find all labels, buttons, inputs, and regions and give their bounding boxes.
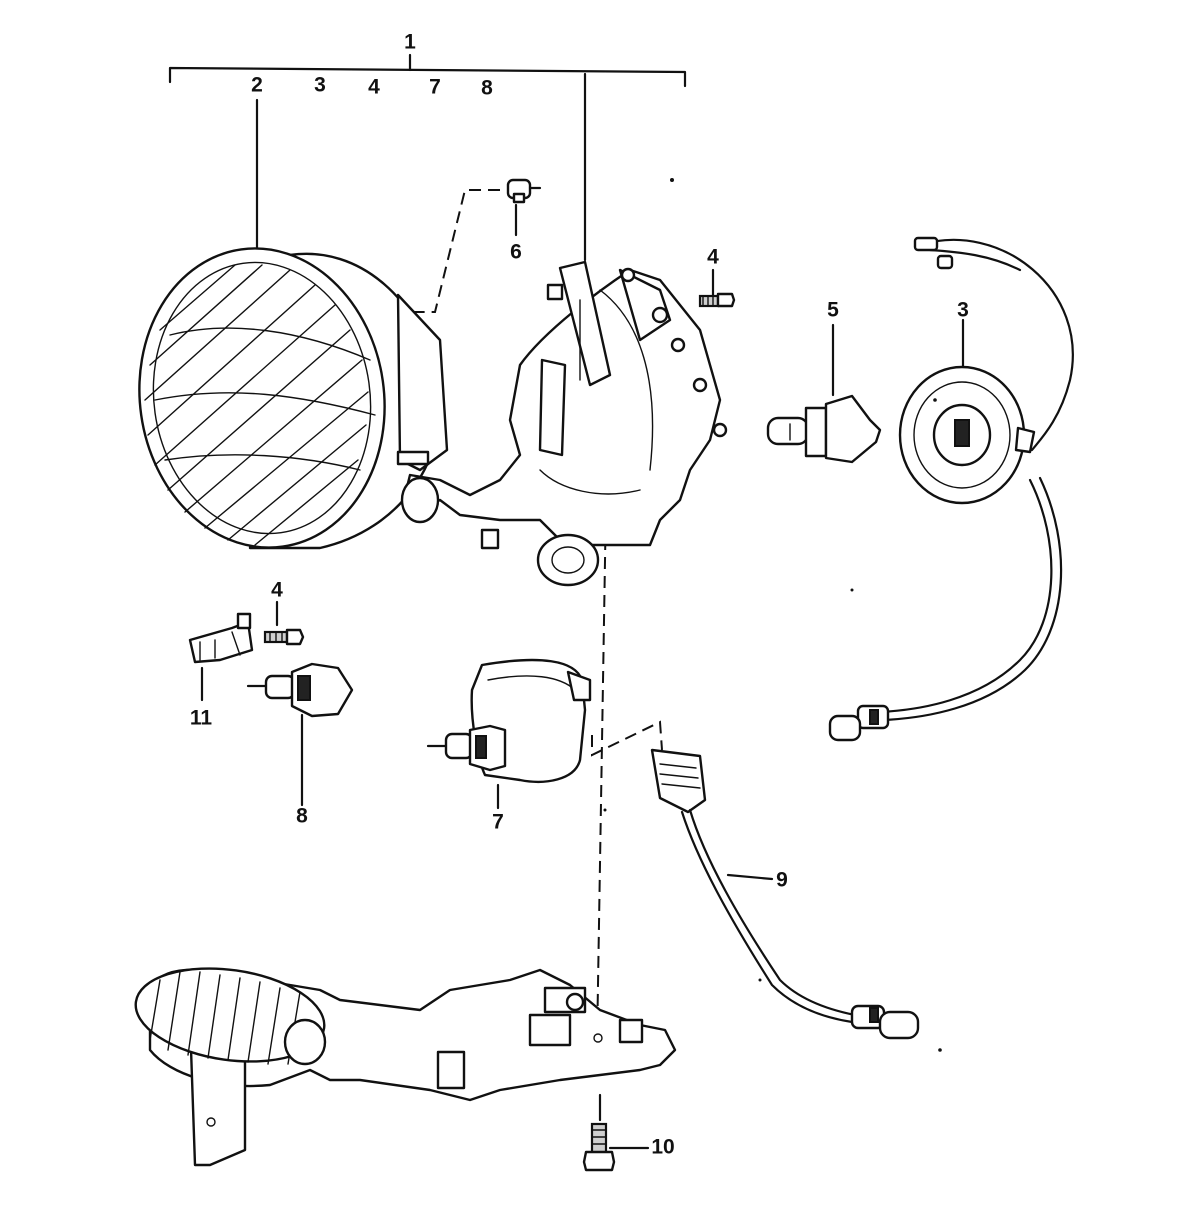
callout-10: 10 bbox=[651, 1135, 675, 1159]
callout-7-top: 7 bbox=[429, 75, 441, 99]
callout-1: 1 bbox=[404, 30, 416, 54]
callout-7-bulb: 7 bbox=[492, 810, 504, 834]
headlight-lens-icon bbox=[138, 247, 449, 550]
callout-4-screw-right: 4 bbox=[707, 245, 719, 269]
screw-icon bbox=[582, 1122, 616, 1172]
bulb-socket-with-cable-icon bbox=[828, 236, 1074, 742]
h4-bulb-icon bbox=[246, 662, 354, 718]
clip-icon bbox=[188, 612, 254, 664]
parking-bulb-icon bbox=[506, 178, 542, 204]
connector-cable-icon bbox=[650, 748, 920, 1040]
assembly-dash-lines bbox=[410, 189, 663, 1046]
assembly-bracket bbox=[168, 53, 687, 262]
callout-8-bulb: 8 bbox=[296, 804, 308, 828]
scan-specks bbox=[603, 178, 942, 1052]
fog-lamp-icon bbox=[426, 658, 592, 783]
callout-9: 9 bbox=[776, 868, 788, 892]
screw-icon bbox=[698, 292, 736, 308]
callout-11: 11 bbox=[189, 706, 213, 730]
callout-4-screw-left: 4 bbox=[271, 578, 283, 602]
callout-5: 5 bbox=[827, 298, 839, 322]
headlight-housing-icon bbox=[400, 260, 728, 587]
callout-3-socket: 3 bbox=[957, 298, 969, 322]
callout-2-top: 2 bbox=[251, 73, 263, 97]
h4-bulb-icon bbox=[766, 394, 882, 464]
callout-3-top: 3 bbox=[314, 73, 326, 97]
leader-lines bbox=[200, 98, 965, 1150]
callout-6: 6 bbox=[510, 240, 522, 264]
screw-icon bbox=[263, 628, 305, 646]
callout-4-top: 4 bbox=[368, 75, 380, 99]
mounting-bracket-icon bbox=[134, 967, 677, 1167]
callout-8-top: 8 bbox=[481, 76, 493, 100]
